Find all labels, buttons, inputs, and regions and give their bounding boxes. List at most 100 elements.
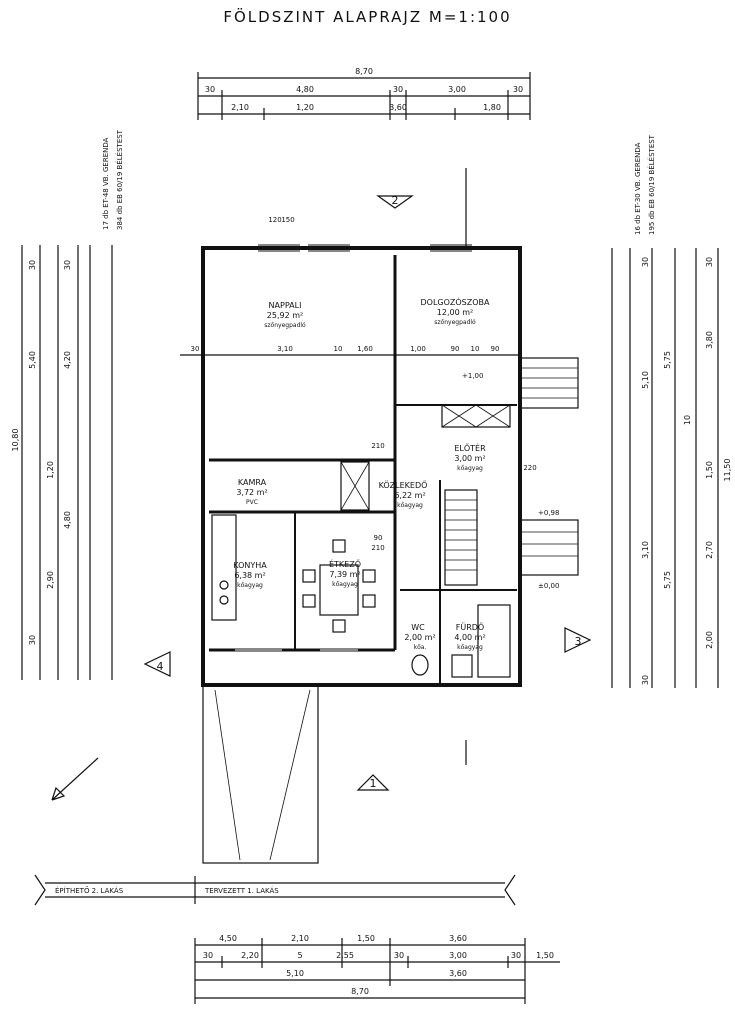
dim-label: 30 <box>641 257 650 267</box>
dim-label: 30 <box>393 85 403 94</box>
dim-label: 2,20 <box>241 951 259 960</box>
room-name: ÉTKEZŐ <box>329 558 361 569</box>
dim-label: 3,00 <box>448 85 466 94</box>
dim-label: 4,50 <box>219 934 237 943</box>
dim-label: 30 <box>205 85 215 94</box>
dim-label: 10 <box>334 345 343 353</box>
dim-label: 5 <box>297 951 302 960</box>
dim-label: 150 <box>281 216 294 224</box>
dim-label: 5,75 <box>663 351 672 369</box>
dim-label: 30 <box>394 951 404 960</box>
neighbor-label: ÉPÍTHETŐ 2. LAKÁS <box>55 886 124 895</box>
dim-label: 90 <box>491 345 500 353</box>
dim-label: 30 <box>191 345 200 353</box>
room-floor: kőagyag <box>332 581 358 588</box>
dim-label: 3,80 <box>705 331 714 349</box>
room-area: 2,00 m² <box>404 633 435 642</box>
dim-label: 5,10 <box>641 371 650 389</box>
dim-label: 30 <box>28 260 37 270</box>
dim-label: 1,20 <box>296 103 314 112</box>
dim-label: 10 <box>683 415 692 425</box>
dim-label: 11,50 <box>723 459 732 482</box>
room-name: KÖZLEKEDŐ <box>379 480 428 490</box>
dim-label: 3,60 <box>449 934 467 943</box>
dim-label: 3,10 <box>277 345 293 353</box>
dim-label: 4,20 <box>63 351 72 369</box>
section-marker-3: 3 <box>575 635 582 648</box>
dim-label: 5,10 <box>286 969 304 978</box>
slab-note: 384 db EB 60/19 BÉLÉSTEST <box>115 129 124 230</box>
room-name: DOLGOZÓSZOBA <box>420 296 490 307</box>
room-name: ELŐTÉR <box>454 442 486 453</box>
dim-label: 30 <box>705 257 714 267</box>
dim-label: 10,80 <box>11 429 20 452</box>
room-name: NAPPALI <box>269 301 302 310</box>
level-mark: ±0,00 <box>538 582 559 590</box>
room-area: 25,92 m² <box>267 311 303 320</box>
room-floor: kőagyag <box>397 502 423 509</box>
dim-label: 8,70 <box>351 987 369 996</box>
dim-label: 30 <box>28 635 37 645</box>
dim-label: 30 <box>511 951 521 960</box>
section-marker-4: 4 <box>157 660 164 673</box>
dim-label: 4,80 <box>296 85 314 94</box>
dim-label: 30 <box>63 260 72 270</box>
dim-label: 1,60 <box>357 345 373 353</box>
room-floor: kőa. <box>414 644 427 651</box>
dim-label: 30 <box>513 85 523 94</box>
page-title: FÖLDSZINT ALAPRAJZ M=1:100 <box>223 8 512 26</box>
room-floor: PVC <box>246 499 258 506</box>
room-area: 7,39 m² <box>329 570 360 579</box>
dim-label: 10 <box>471 345 480 353</box>
dim-label: 3,60 <box>389 103 407 112</box>
room-area: 6,38 m² <box>234 571 265 580</box>
room-name: KONYHA <box>233 561 267 570</box>
room-floor: kőagyag <box>457 465 483 472</box>
dim-label: 3,00 <box>449 951 467 960</box>
dim-label: 120 <box>268 216 281 224</box>
dim-label: 1,50 <box>705 461 714 479</box>
slab-note: 16 db ET-30 VB. GERENDA <box>634 142 642 235</box>
dim-label: 2,10 <box>291 934 309 943</box>
section-marker-1: 1 <box>370 777 377 790</box>
dim-label: 2,70 <box>705 541 714 559</box>
level-mark: +0,98 <box>538 509 559 517</box>
dim-label: 4,80 <box>63 511 72 529</box>
dim-label: 220 <box>523 464 536 472</box>
room-name: WC <box>411 623 425 632</box>
dim-label: 30 <box>641 675 650 685</box>
dim-label: 2,55 <box>336 951 354 960</box>
dim-label: 2,90 <box>46 571 55 589</box>
designed-label: TERVEZETT 1. LAKÁS <box>204 886 279 895</box>
dim-label: 90 <box>374 534 383 542</box>
room-floor: szőnyegpadló <box>434 319 476 326</box>
dim-label: 2,10 <box>231 103 249 112</box>
dim-label: 90 <box>451 345 460 353</box>
dim-label: 1,00 <box>410 345 426 353</box>
dim-label: 2,00 <box>705 631 714 649</box>
room-area: 3,72 m² <box>236 488 267 497</box>
dim-label: 5,75 <box>663 571 672 589</box>
slab-note: 17 db ET-48 VB. GERENDA <box>102 137 110 230</box>
slab-note: 195 db EB 60/19 BÉLÉSTEST <box>647 134 656 235</box>
section-marker-2: 2 <box>392 194 399 207</box>
dim-label: 1,50 <box>357 934 375 943</box>
dim-label: 3,60 <box>449 969 467 978</box>
room-area: 3,00 m² <box>454 454 485 463</box>
dim-label: 1,20 <box>46 461 55 479</box>
dim-label: 210 <box>371 442 384 450</box>
room-floor: kőagyag <box>237 582 263 589</box>
room-name: KAMRA <box>238 478 267 487</box>
dim-label: 210 <box>371 544 384 552</box>
dim-label: 8,70 <box>355 67 373 76</box>
level-mark: +1,00 <box>462 372 483 380</box>
dim-label: 3,10 <box>641 541 650 559</box>
dim-label: 1,80 <box>483 103 501 112</box>
room-area: 12,00 m² <box>437 308 473 317</box>
room-area: 4,00 m² <box>454 633 485 642</box>
dim-label: 5,40 <box>28 351 37 369</box>
exterior-wall <box>201 246 522 687</box>
dim-label: 30 <box>203 951 213 960</box>
room-area: 6,22 m² <box>394 491 425 500</box>
room-name: FÜRDŐ <box>456 622 484 632</box>
